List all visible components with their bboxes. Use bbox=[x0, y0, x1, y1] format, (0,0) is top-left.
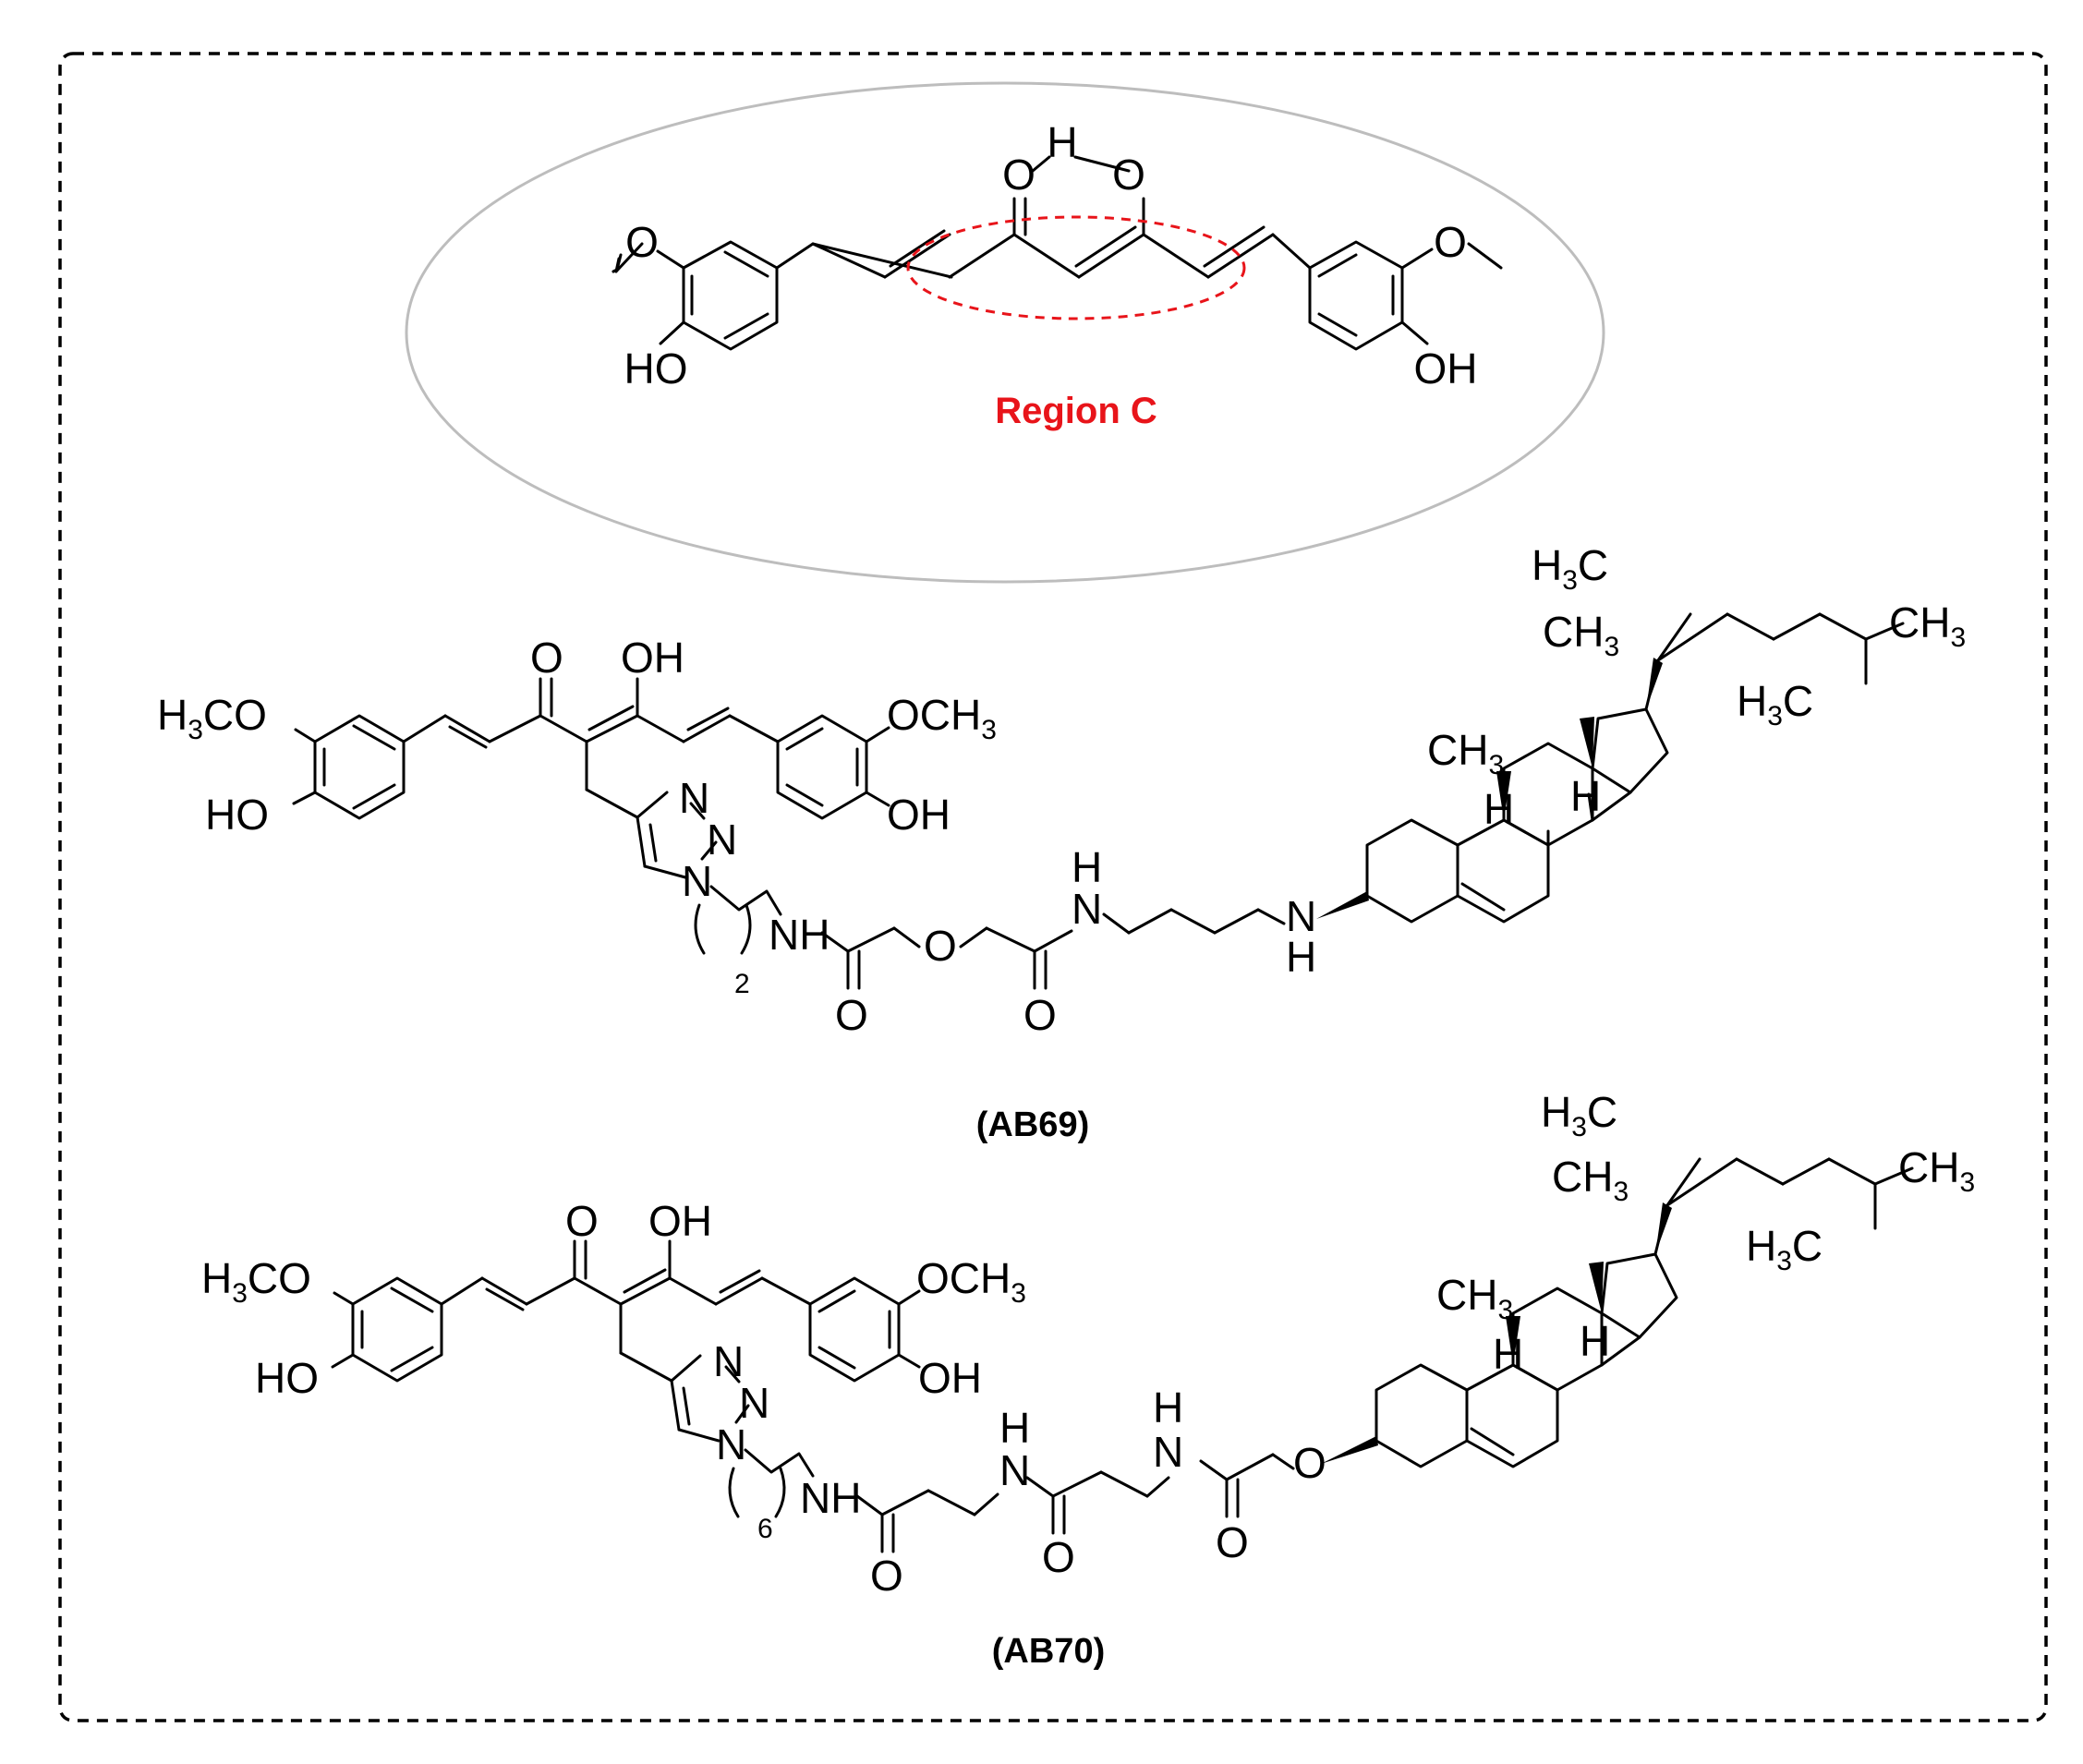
ab69-h-amine: H bbox=[1286, 933, 1316, 981]
atom-oh-right: OH bbox=[1414, 344, 1478, 393]
atom-o-enol: O bbox=[1112, 151, 1145, 199]
atom-o-methoxy-left: O bbox=[625, 218, 659, 266]
ab70-o-keto: O bbox=[565, 1197, 599, 1245]
ab69-h-ring-c: H bbox=[1570, 772, 1601, 820]
ab70-o-ester: O bbox=[1293, 1439, 1326, 1487]
ab69-o-carbonyl-2: O bbox=[1023, 991, 1057, 1039]
ab70-ho: HO bbox=[255, 1354, 319, 1402]
ab69-nh-1: NH bbox=[769, 911, 830, 959]
ab69-o-ether: O bbox=[924, 922, 957, 970]
ab70-n-2: N bbox=[739, 1379, 769, 1427]
ab69-oh-enol: OH bbox=[621, 634, 684, 682]
ab70-h3co: H3CO bbox=[201, 1254, 311, 1309]
ab70-o-carbonyl-2: O bbox=[1042, 1533, 1075, 1581]
ab69-h3c-right: H3C bbox=[1737, 677, 1813, 731]
ab69-ch3-ring-c: CH3 bbox=[1543, 608, 1619, 662]
ab70-label: (AB70) bbox=[992, 1632, 1105, 1671]
dashed-frame bbox=[58, 52, 2048, 1722]
ab69-h-amide: H bbox=[1072, 843, 1102, 891]
ab70-ch3-ring-c: CH3 bbox=[1552, 1153, 1629, 1207]
ab70-ch3-right: CH3 bbox=[1898, 1143, 1975, 1198]
atom-h-bridge: H bbox=[1047, 118, 1077, 166]
ab69-n-amine: N bbox=[1286, 892, 1316, 940]
curcumin-atoms: O HO O H O O OH bbox=[624, 118, 1478, 393]
ab70-atoms: H3CO HO O OH OCH3 OH N N N 6 NH O H N O … bbox=[201, 1088, 1975, 1600]
ab69-n-2: N bbox=[707, 816, 737, 864]
ab69-h-ring-b: H bbox=[1484, 785, 1514, 833]
ab69-ch3-ring-b: CH3 bbox=[1427, 726, 1504, 780]
ab69-h3c-top: H3C bbox=[1532, 541, 1608, 596]
ab70-ch3-ring-b: CH3 bbox=[1436, 1271, 1513, 1325]
ab70-n-1: N bbox=[713, 1337, 744, 1385]
ab69-n-3: N bbox=[682, 857, 712, 905]
ab69-o-keto: O bbox=[530, 634, 563, 682]
ab70-h-amide-2: H bbox=[1153, 1383, 1183, 1432]
ab69-atoms: H3CO HO O OH OCH3 OH N N N 2 NH O O O H … bbox=[157, 541, 1966, 1039]
region-c-label: Region C bbox=[995, 391, 1157, 431]
ab70-oh-enol: OH bbox=[648, 1197, 712, 1245]
ab69-o-carbonyl-1: O bbox=[835, 991, 868, 1039]
ab69-ho: HO bbox=[205, 791, 269, 839]
ab69-h3co: H3CO bbox=[157, 691, 267, 745]
atom-ho-left: HO bbox=[624, 344, 688, 393]
ab70-structure bbox=[331, 1157, 1914, 1553]
ab70-n-3: N bbox=[716, 1420, 746, 1468]
curcumin-ellipse bbox=[405, 81, 1605, 584]
ab70-och3: OCH3 bbox=[916, 1254, 1026, 1309]
ab70-h3c-top: H3C bbox=[1541, 1088, 1617, 1142]
ab70-n-amide-2: N bbox=[1153, 1428, 1183, 1476]
ab69-n-1: N bbox=[679, 774, 709, 822]
region-c-outline bbox=[906, 215, 1246, 320]
ab70-h-ring-b: H bbox=[1493, 1330, 1523, 1378]
ab69-n-amide: N bbox=[1072, 885, 1102, 933]
ab70-h3c-right: H3C bbox=[1746, 1222, 1823, 1276]
ab69-ch3-right: CH3 bbox=[1889, 598, 1966, 653]
curcumin-structure bbox=[612, 155, 1503, 351]
ab69-oh-right: OH bbox=[887, 791, 951, 839]
ab70-oh-right: OH bbox=[918, 1354, 982, 1402]
ab70-n-amide-1: N bbox=[999, 1446, 1030, 1494]
ab70-h-ring-c: H bbox=[1580, 1317, 1610, 1365]
atom-o-methoxy-right: O bbox=[1434, 218, 1467, 266]
ab69-subscript-2: 2 bbox=[734, 969, 750, 999]
ab69-och3: OCH3 bbox=[887, 691, 997, 745]
ab70-h-amide-1: H bbox=[999, 1404, 1030, 1452]
ab70-subscript-6: 6 bbox=[757, 1514, 773, 1544]
ab69-structure bbox=[292, 612, 1905, 990]
ab69-label: (AB69) bbox=[976, 1106, 1089, 1144]
ab70-nh-1: NH bbox=[800, 1474, 861, 1522]
ab70-o-carbonyl-1: O bbox=[870, 1552, 903, 1600]
atom-o-keto: O bbox=[1002, 151, 1035, 199]
ab70-o-carbonyl-3: O bbox=[1216, 1518, 1249, 1566]
